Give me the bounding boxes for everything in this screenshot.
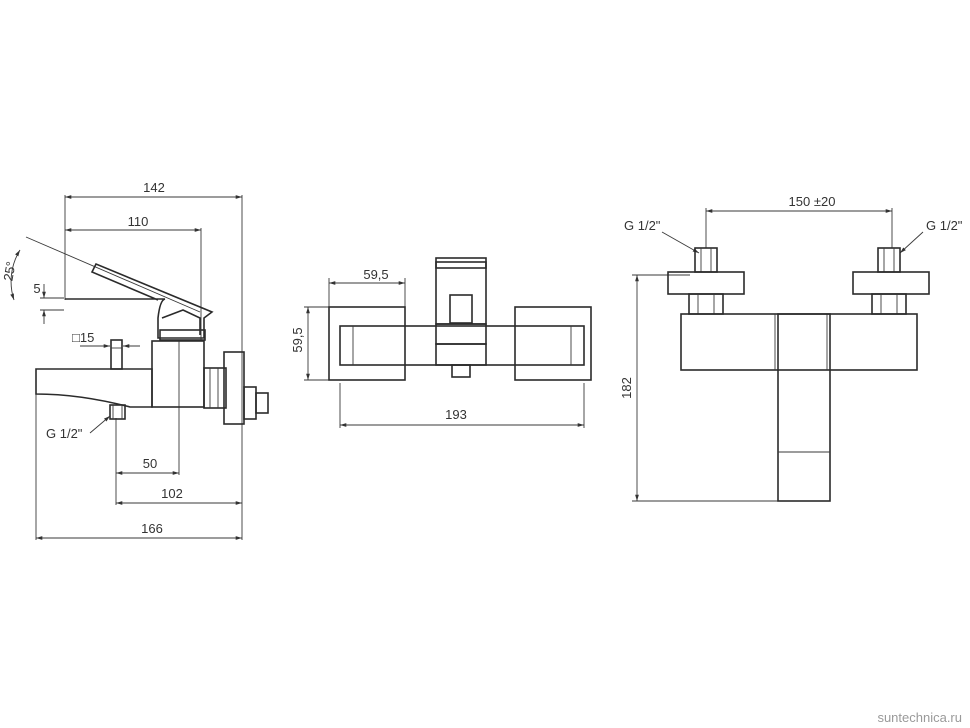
dim-102-label: 102 bbox=[161, 486, 183, 501]
top-view: 59,5 59,5 193 bbox=[290, 257, 592, 428]
dim-spacing-label: 150 ±20 bbox=[789, 194, 836, 209]
dim-142-label: 142 bbox=[143, 180, 165, 195]
dim-square-label: □15 bbox=[72, 330, 94, 345]
dim-top-width-label: 59,5 bbox=[363, 267, 388, 282]
side-view: 142 110 25° 5 □15 bbox=[0, 180, 269, 540]
dim-angle-label: 25° bbox=[0, 260, 18, 282]
thread-right-label: G 1/2" bbox=[926, 218, 963, 233]
dim-front-height-label: 182 bbox=[619, 377, 634, 399]
dim-thread-label: G 1/2" bbox=[46, 426, 83, 441]
front-view: 150 ±20 182 G 1/2" G 1/2" bbox=[619, 194, 963, 502]
watermark: suntechnica.ru bbox=[877, 710, 962, 725]
dim-166-label: 166 bbox=[141, 521, 163, 536]
dim-top-height-label: 59,5 bbox=[290, 327, 305, 352]
dim-50-label: 50 bbox=[143, 456, 157, 471]
dim-top-total-label: 193 bbox=[445, 407, 467, 422]
dim-110-label: 110 bbox=[128, 214, 149, 229]
thread-left-label: G 1/2" bbox=[624, 218, 661, 233]
dim-5-label: 5 bbox=[33, 281, 40, 296]
